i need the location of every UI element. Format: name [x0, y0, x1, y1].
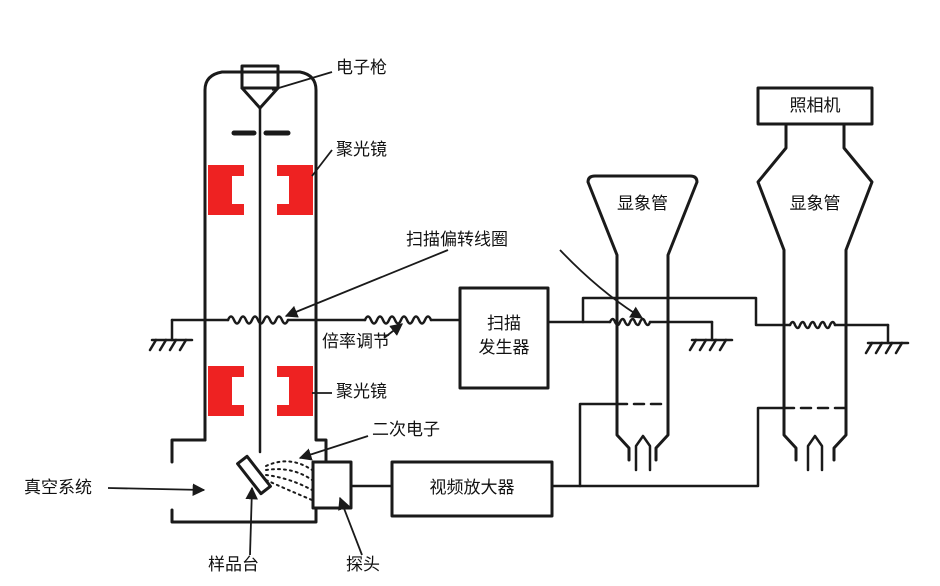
magnification-coil-icon: [363, 315, 433, 325]
label-camera: 照相机: [789, 96, 841, 116]
secondary-electron-path-4: [265, 479, 313, 501]
label-vacuum-system: 真空系统: [24, 478, 92, 498]
crt-1-cathode: [634, 434, 652, 472]
label-condenser-top: 聚光镜: [336, 140, 387, 160]
crt1-to-crt2-wire: [581, 296, 792, 327]
leader-electron-gun: [271, 71, 333, 91]
label-scan-generator-2: 发生器: [478, 338, 530, 358]
chamber-bottom: [170, 506, 318, 524]
secondary-electron-path-3: [265, 474, 313, 491]
detector-box: [311, 460, 353, 510]
leader-detector: [338, 496, 363, 556]
condenser-top-right-icon: [277, 165, 313, 215]
condenser-bottom-left-icon: [208, 366, 244, 416]
leader-condenser-top: [311, 149, 333, 177]
label-sample-stage: 样品台: [208, 555, 259, 575]
leader-magnification: [383, 323, 403, 339]
ground-right-icon: [864, 341, 910, 355]
leader-scan-coil-crt1: [559, 249, 644, 319]
secondary-electron-path-1: [265, 460, 313, 471]
ground-mid-icon: [688, 338, 734, 352]
column-body: [203, 70, 328, 464]
label-crt-1: 显象管: [617, 194, 668, 214]
sample-stage-icon: [236, 454, 272, 496]
amp-to-crt1-wire: [550, 402, 619, 488]
video-amplifier-box: [390, 460, 554, 518]
leader-vacuum: [107, 483, 206, 497]
condenser-bottom-right-icon: [277, 366, 313, 416]
label-condenser-bottom: 聚光镜: [336, 382, 387, 402]
leader-secondary-electron: [298, 435, 369, 461]
label-secondary-electron: 二次电子: [372, 420, 440, 440]
electron-gun-cone: [240, 86, 280, 110]
label-electron-gun: 电子枪: [336, 58, 387, 78]
ground-left-icon: [148, 338, 194, 352]
electron-gun-box: [240, 64, 280, 90]
crt-1-outline: [586, 174, 699, 462]
camera-box: [756, 86, 874, 126]
label-detector: 探头: [346, 555, 380, 575]
scan-coil-crt2-icon: [788, 320, 837, 330]
label-magnification: 倍率调节: [322, 332, 390, 352]
leader-scan-coil-column: [284, 249, 449, 318]
secondary-electron-path-2: [265, 468, 313, 481]
scan-coil-column-icon: [226, 315, 290, 325]
label-scan-coil: 扫描偏转线圈: [406, 230, 508, 250]
crt-2-outline: [756, 122, 874, 462]
condenser-top-left-icon: [208, 165, 244, 215]
label-crt-2: 显象管: [789, 194, 841, 214]
label-scan-generator-1: 扫描: [487, 314, 521, 334]
amp-to-crt2-wire: [578, 406, 786, 488]
scan-generator-box: [458, 286, 550, 390]
leader-sample-stage: [245, 486, 258, 556]
label-video-amplifier: 视频放大器: [429, 478, 515, 498]
crt-2-cathode: [806, 434, 824, 472]
chamber-left-step: [170, 438, 207, 464]
